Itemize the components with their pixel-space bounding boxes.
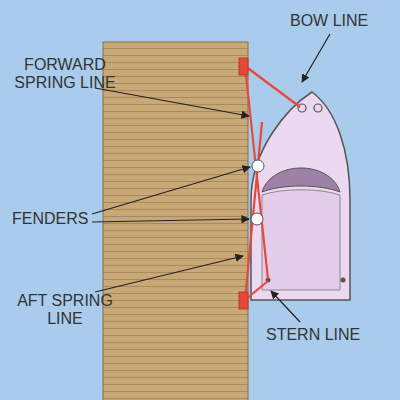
callout-label: STERN LINE (266, 326, 396, 344)
mooring-lines (245, 66, 300, 300)
callout-label: BOW LINE (290, 12, 400, 30)
dock-cleat (239, 58, 248, 75)
aft-spring-line (245, 122, 262, 300)
leader-line (302, 34, 330, 82)
stern-cleat (341, 278, 346, 283)
leader-lines (92, 34, 330, 322)
callout-label: FORWARD SPRING LINE (4, 56, 126, 92)
callout-label: AFT SPRING LINE (4, 292, 126, 328)
leader-line (271, 291, 300, 322)
callout-label: FENDERS (12, 210, 112, 228)
stern-line (245, 281, 268, 300)
leader-line (95, 256, 243, 292)
windshield (262, 168, 340, 192)
leader-line (92, 167, 250, 214)
dock-cleat (239, 292, 248, 309)
cockpit (262, 190, 340, 290)
leader-line (95, 88, 249, 116)
bow-cleat (314, 104, 322, 112)
fender (251, 213, 263, 225)
fender (252, 160, 264, 172)
bow-line (245, 66, 300, 107)
leader-line (92, 219, 249, 222)
